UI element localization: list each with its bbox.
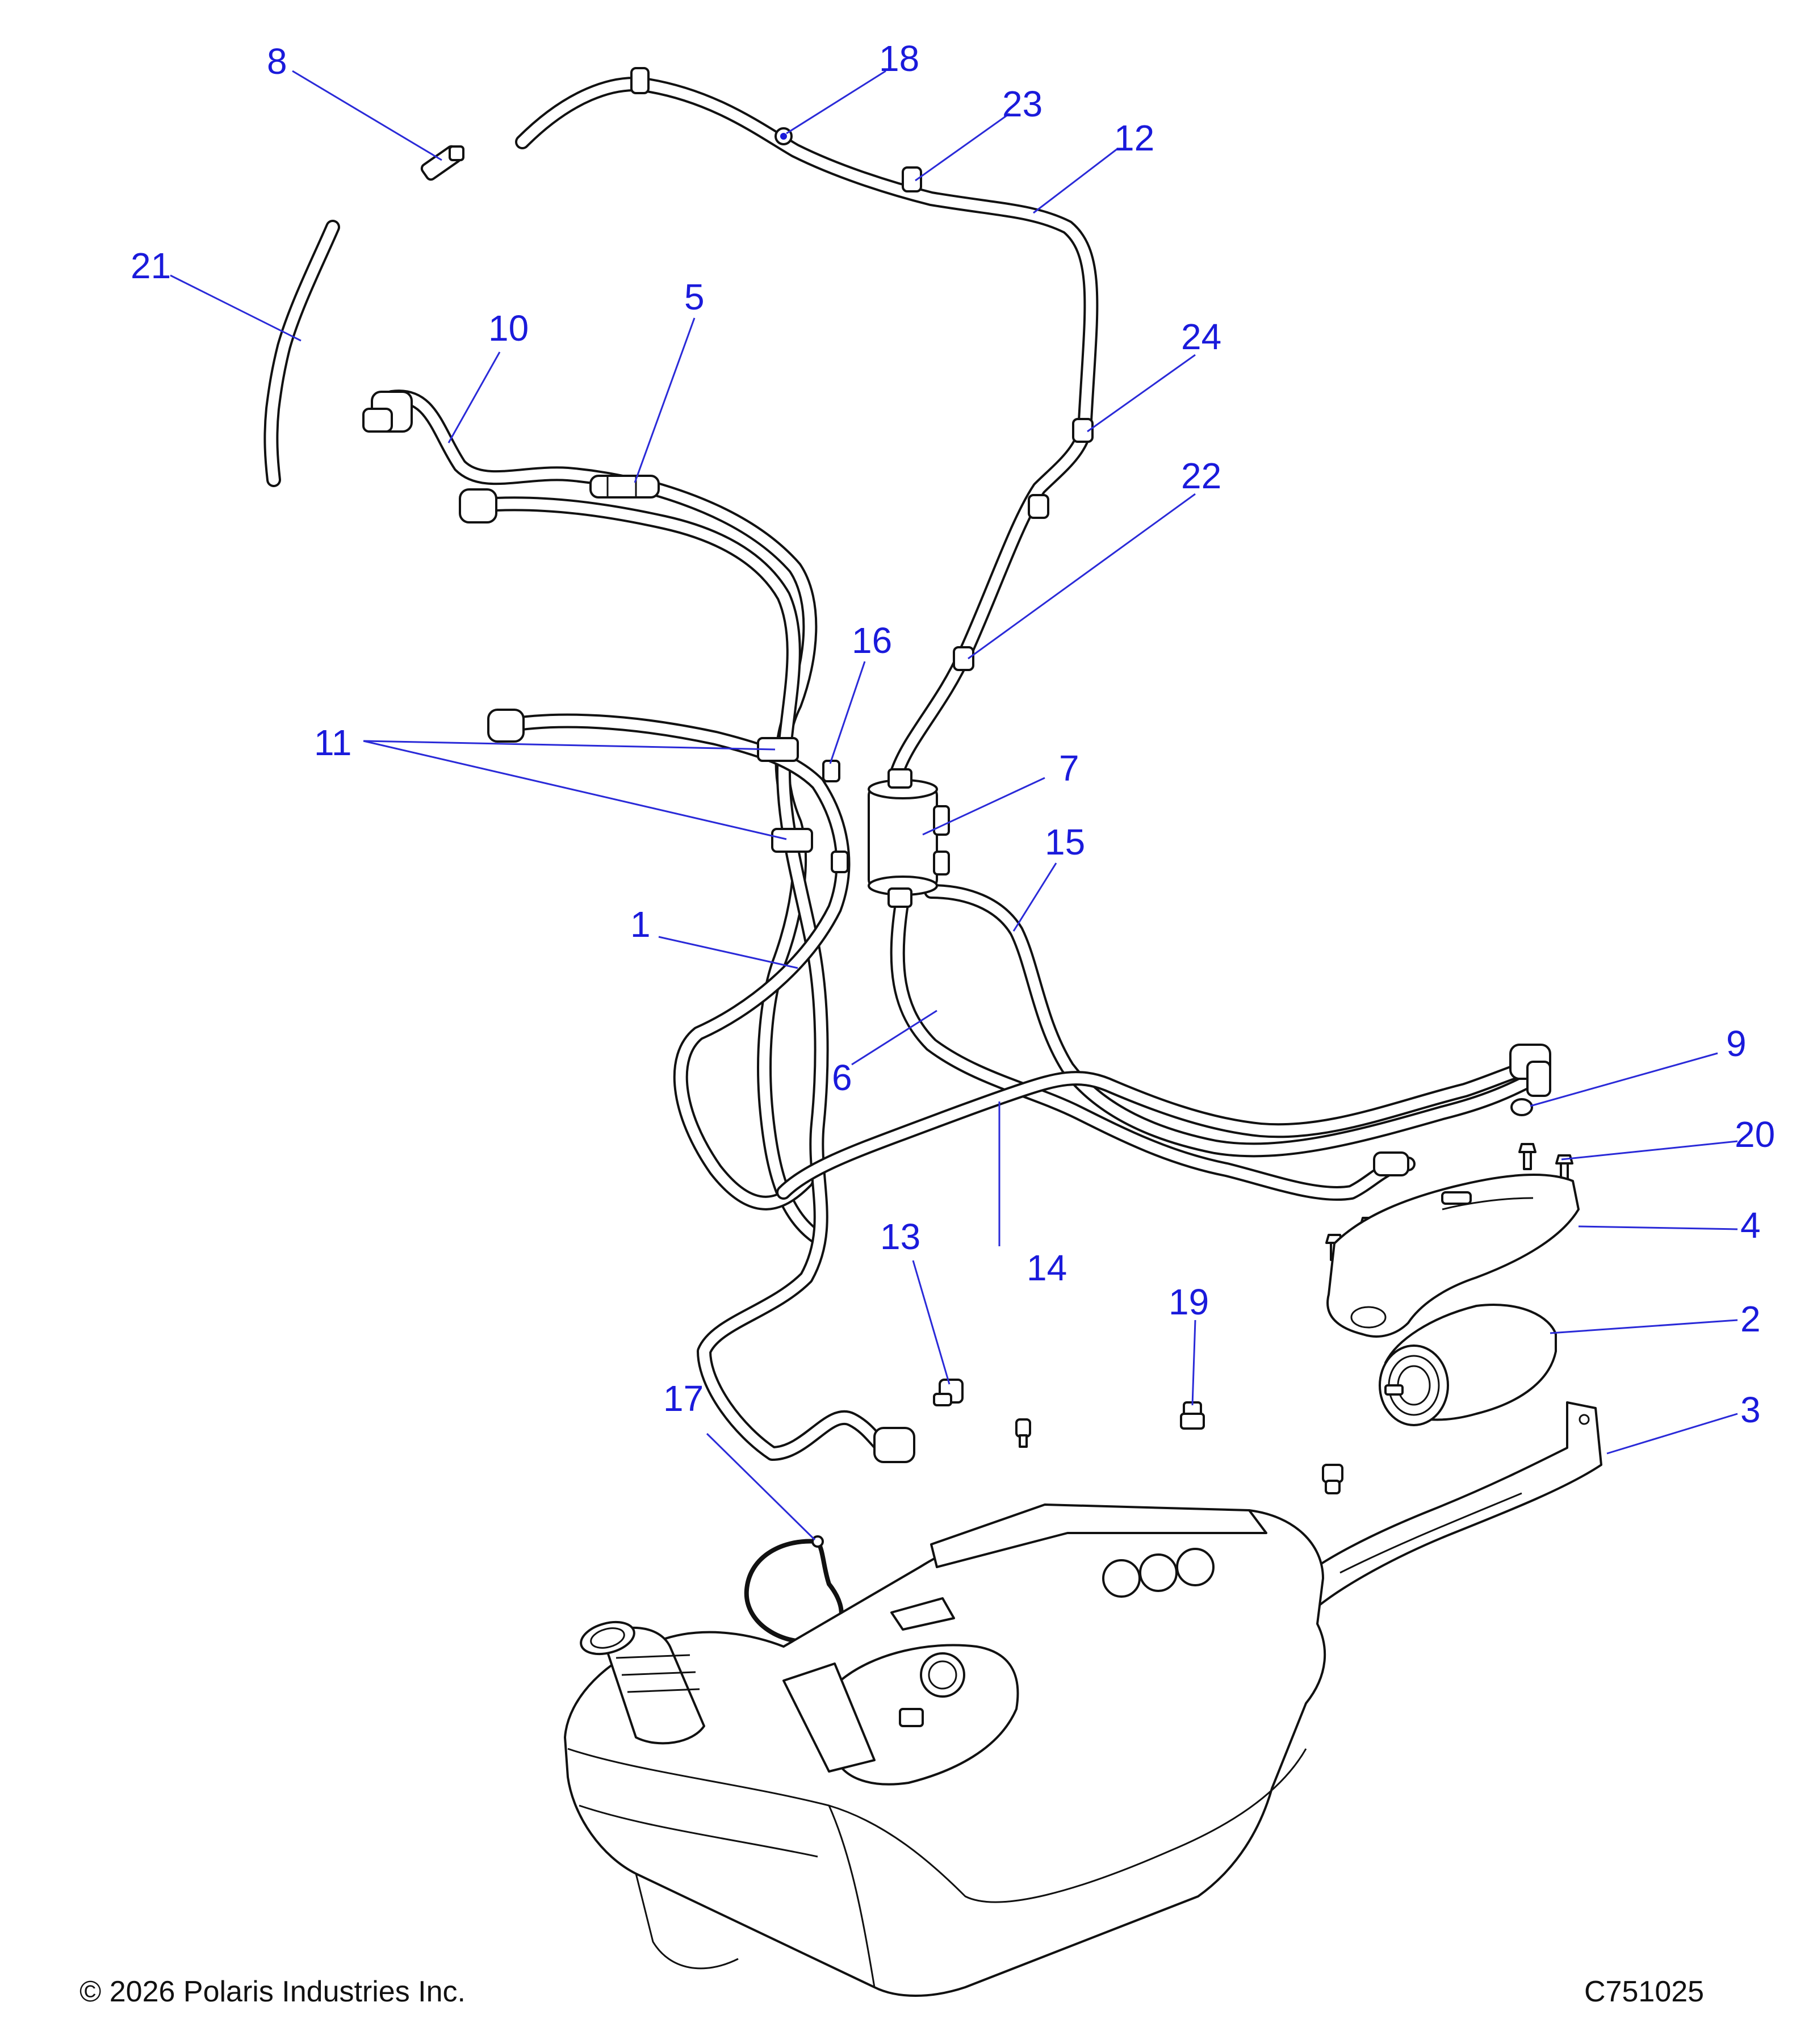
leader-lines xyxy=(170,70,1738,1541)
callout-3: 3 xyxy=(1740,1389,1761,1430)
fuel-tank-pump-plate xyxy=(830,1597,1019,1786)
callout-22: 22 xyxy=(1181,455,1221,496)
callout-9: 9 xyxy=(1726,1023,1747,1064)
callout-5: 5 xyxy=(684,277,705,317)
part-8-fitting xyxy=(420,145,464,181)
connector-10-end xyxy=(362,391,413,433)
callout-8: 8 xyxy=(267,41,287,82)
callout-7: 7 xyxy=(1059,748,1079,789)
connector-11-end xyxy=(487,709,525,743)
part-2-evap-canister xyxy=(1379,1304,1557,1426)
fuel-tank-filler-neck xyxy=(580,1620,705,1745)
hose-1-return-line xyxy=(470,496,905,1461)
clamp-on-hose-12-top xyxy=(630,67,650,94)
part-4-canister-bracket xyxy=(1326,1174,1580,1338)
part-16-clip xyxy=(822,760,849,873)
connector-1-end xyxy=(459,488,497,523)
callout-1: 1 xyxy=(630,904,651,945)
callout-11: 11 xyxy=(314,722,351,763)
fuel-tank xyxy=(564,1503,1326,1997)
hose-12-vent-line xyxy=(515,77,1099,780)
callout-2: 2 xyxy=(1740,1299,1761,1339)
part-3-mount-bracket xyxy=(1293,1401,1602,1608)
callout-labels: 8 18 23 12 21 10 5 24 22 16 11 7 15 1 6 … xyxy=(131,38,1775,1430)
callout-17: 17 xyxy=(663,1378,704,1419)
hose-14 xyxy=(776,1060,1540,1200)
part-11-clips xyxy=(757,737,813,853)
callout-10: 10 xyxy=(488,308,529,349)
hose-10-supply-line xyxy=(384,389,825,1245)
part-9-cap xyxy=(1510,1098,1533,1116)
part-18-clamp xyxy=(774,127,793,145)
copyright-notice: © 2026 Polaris Industries Inc. xyxy=(79,1975,466,2008)
hose-15 xyxy=(924,884,1540,1158)
callout-6: 6 xyxy=(832,1057,852,1098)
part-13-clip xyxy=(933,1379,964,1406)
callout-21: 21 xyxy=(131,245,171,286)
fuel-tank-label-gauges xyxy=(1102,1548,1215,1598)
connector-1-lower-end xyxy=(873,1427,915,1463)
figure-id: C751025 xyxy=(1584,1975,1705,2008)
part-24-clamp xyxy=(1072,418,1094,443)
clamp-on-hose-12-mid xyxy=(1028,494,1049,519)
part-22-clamp xyxy=(953,646,974,671)
connector-right-ends xyxy=(1373,1044,1551,1176)
callout-19: 19 xyxy=(1169,1281,1209,1322)
hose-21 xyxy=(263,220,340,487)
callout-12: 12 xyxy=(1114,118,1154,158)
callout-4: 4 xyxy=(1740,1205,1761,1246)
part-23-clamp xyxy=(902,166,922,192)
part-5-inline-connector xyxy=(589,475,660,499)
part-19-clip xyxy=(1180,1401,1205,1430)
callout-13: 13 xyxy=(880,1216,920,1257)
part-7-filter-canister xyxy=(868,768,950,908)
callout-23: 23 xyxy=(1002,83,1043,124)
callout-15: 15 xyxy=(1045,822,1085,862)
callout-24: 24 xyxy=(1181,316,1221,357)
callout-14: 14 xyxy=(1027,1247,1067,1288)
callout-18: 18 xyxy=(879,38,919,79)
hose-11-branch xyxy=(492,713,851,1211)
hose-6 xyxy=(890,890,1416,1201)
callout-16: 16 xyxy=(852,620,892,661)
callout-20: 20 xyxy=(1735,1114,1775,1155)
